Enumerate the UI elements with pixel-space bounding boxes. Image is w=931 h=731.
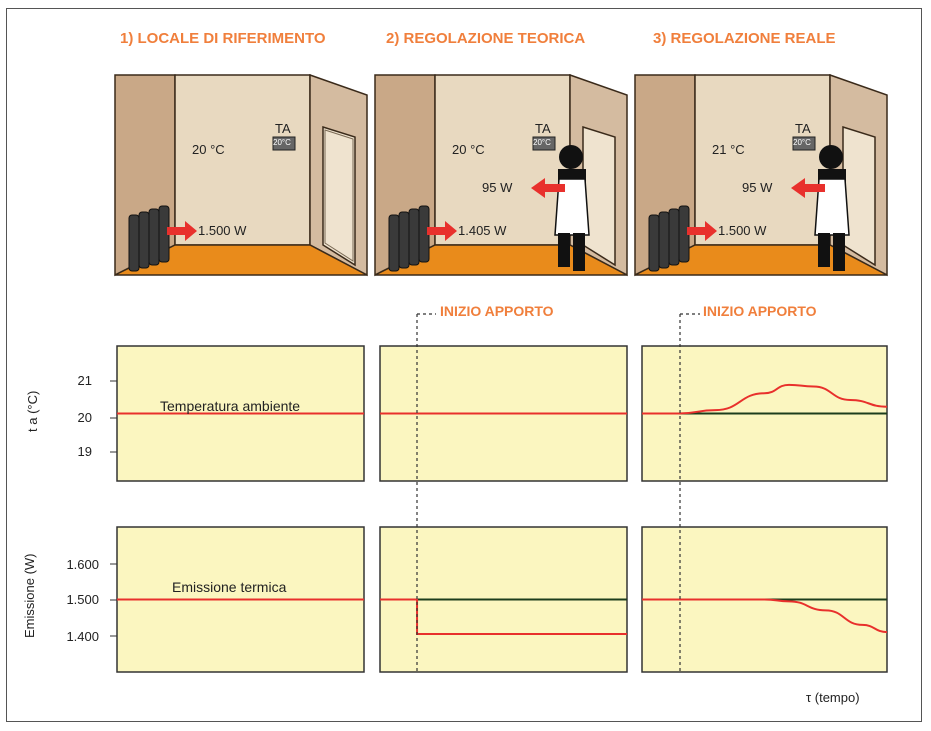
thermostat-icon bbox=[792, 136, 816, 151]
thermostat-icon bbox=[532, 136, 556, 151]
thermostat-label-3: TA bbox=[795, 121, 811, 136]
room-title-1: 1) LOCALE DI RIFERIMENTO bbox=[120, 30, 326, 47]
xlabel: τ (tempo) bbox=[806, 690, 860, 705]
thermostat-display-2: 20°C bbox=[533, 138, 551, 147]
heat-arrow-icon bbox=[167, 221, 197, 241]
thermostat-label-1: TA bbox=[275, 121, 291, 136]
heat-arrow-icon bbox=[687, 221, 717, 241]
radiator-power-1: 1.500 W bbox=[198, 223, 247, 238]
bottom-tick-1400: 1.400 bbox=[66, 629, 99, 644]
room-illustrations bbox=[114, 73, 888, 277]
room-title-3: 3) REGOLAZIONE REALE bbox=[653, 30, 836, 47]
top-tick-20: 20 bbox=[77, 410, 92, 425]
bottom-tick-1500: 1.500 bbox=[66, 592, 99, 607]
room-temp-2: 20 °C bbox=[452, 142, 485, 157]
thermostat-icon bbox=[272, 136, 296, 151]
radiator-icon bbox=[128, 205, 170, 272]
thermostat-display-3: 20°C bbox=[793, 138, 811, 147]
thermostat-display-1: 20°C bbox=[273, 138, 291, 147]
event-label-3: INIZIO APPORTO bbox=[703, 303, 817, 319]
radiator-icon bbox=[648, 205, 690, 272]
bottom-ylabel: Emissione (W) bbox=[22, 553, 37, 638]
room-temp-1: 20 °C bbox=[192, 142, 225, 157]
room-temp-3: 21 °C bbox=[712, 142, 745, 157]
person-gain-2: 95 W bbox=[482, 180, 513, 195]
heat-arrow-icon bbox=[427, 221, 457, 241]
top-tick-21: 21 bbox=[77, 373, 92, 388]
radiator-icon bbox=[388, 205, 430, 272]
radiator-power-3: 1.500 W bbox=[718, 223, 767, 238]
radiator-power-2: 1.405 W bbox=[458, 223, 507, 238]
bottom-series-label: Emissione termica bbox=[172, 579, 287, 595]
top-tick-19: 19 bbox=[77, 444, 92, 459]
person-gain-3: 95 W bbox=[742, 180, 773, 195]
thermostat-label-2: TA bbox=[535, 121, 551, 136]
bottom-tick-1600: 1.600 bbox=[66, 557, 99, 572]
event-label-2: INIZIO APPORTO bbox=[440, 303, 554, 319]
top-series-label: Temperatura ambiente bbox=[160, 398, 301, 414]
person-heat-arrow-icon bbox=[531, 178, 565, 198]
room-1 bbox=[114, 73, 368, 277]
room-2 bbox=[374, 73, 628, 277]
room-title-2: 2) REGOLAZIONE TEORICA bbox=[386, 30, 586, 47]
room-3 bbox=[634, 73, 888, 277]
person-heat-arrow-icon bbox=[791, 178, 825, 198]
top-ylabel: t a (°C) bbox=[25, 390, 40, 432]
